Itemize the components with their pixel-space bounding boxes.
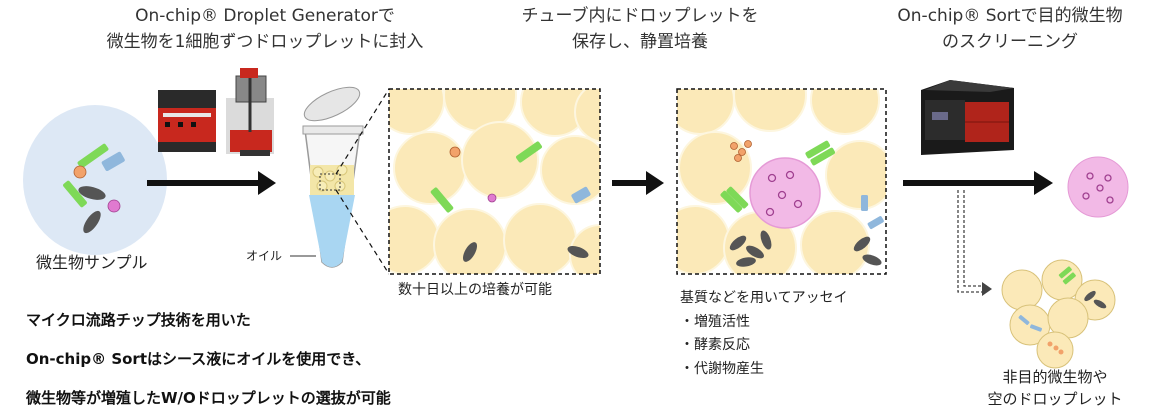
non-target-line2: 空のドロップレット <box>987 389 1123 408</box>
arrow-2-head <box>646 171 664 195</box>
assay-block: 基質などを用いてアッセイ ・増殖活性 ・酵素反応 ・代謝物産生 <box>680 290 848 378</box>
step2-title: チューブ内にドロップレットを 保存し、静置培養 <box>510 6 770 54</box>
summary-line1: マイクロ流路チップ技術を用いた <box>26 311 251 329</box>
summary-line2: On-chip® Sortはシース液にオイルを使用でき、 <box>26 350 371 368</box>
non-target-line1: 非目的微生物や <box>1002 368 1108 386</box>
step2-title-line1: チューブ内にドロップレットを <box>521 6 759 26</box>
zoom-line-top <box>335 88 390 175</box>
culture-caption: 数十日以上の培養が可能 <box>398 282 552 298</box>
step2-title-line2: 保存し、静置培養 <box>572 32 708 53</box>
arrow-3-head <box>1034 171 1053 195</box>
step1-title-line2: 微生物を1細胞ずつドロップレットに封入 <box>106 32 424 53</box>
waste-path <box>957 190 985 293</box>
zoom-line-bottom <box>335 189 390 275</box>
droplet-zoom-box <box>388 88 601 275</box>
sample-label: 微生物サンプル <box>36 253 148 272</box>
assay-item-growth: ・増殖活性 <box>680 313 750 330</box>
target-droplet <box>1067 156 1129 218</box>
microbe-sample <box>23 105 167 255</box>
step3-title-line2: のスクリーニング <box>942 32 1078 53</box>
sort-device <box>921 80 1014 155</box>
assay-item-metabolite: ・代謝物産生 <box>680 360 764 377</box>
step1-title: On-chip® Droplet Generatorで 微生物を1細胞ずつドロッ… <box>100 6 430 54</box>
assay-zoom-box <box>676 88 887 275</box>
oil-label: オイル <box>246 249 283 263</box>
non-target-droplets <box>1001 259 1116 369</box>
non-target-label: 非目的微生物や 空のドロップレット <box>960 368 1150 409</box>
arrow-1-head <box>258 171 276 195</box>
tube <box>290 86 364 268</box>
waste-path-2 <box>963 190 985 287</box>
step1-title-line1: On-chip® Droplet Generatorで <box>135 6 395 26</box>
assay-title: 基質などを用いてアッセイ <box>680 290 848 306</box>
step3-title-line1: On-chip® Sortで目的微生物 <box>897 6 1123 26</box>
assay-item-enzyme: ・酵素反応 <box>680 337 750 353</box>
step3-title: On-chip® Sortで目的微生物 のスクリーニング <box>885 6 1135 54</box>
droplet-generator-device <box>158 68 274 156</box>
summary-line3: 微生物等が増殖したW/Oドロップレットの選抜が可能 <box>26 389 391 407</box>
